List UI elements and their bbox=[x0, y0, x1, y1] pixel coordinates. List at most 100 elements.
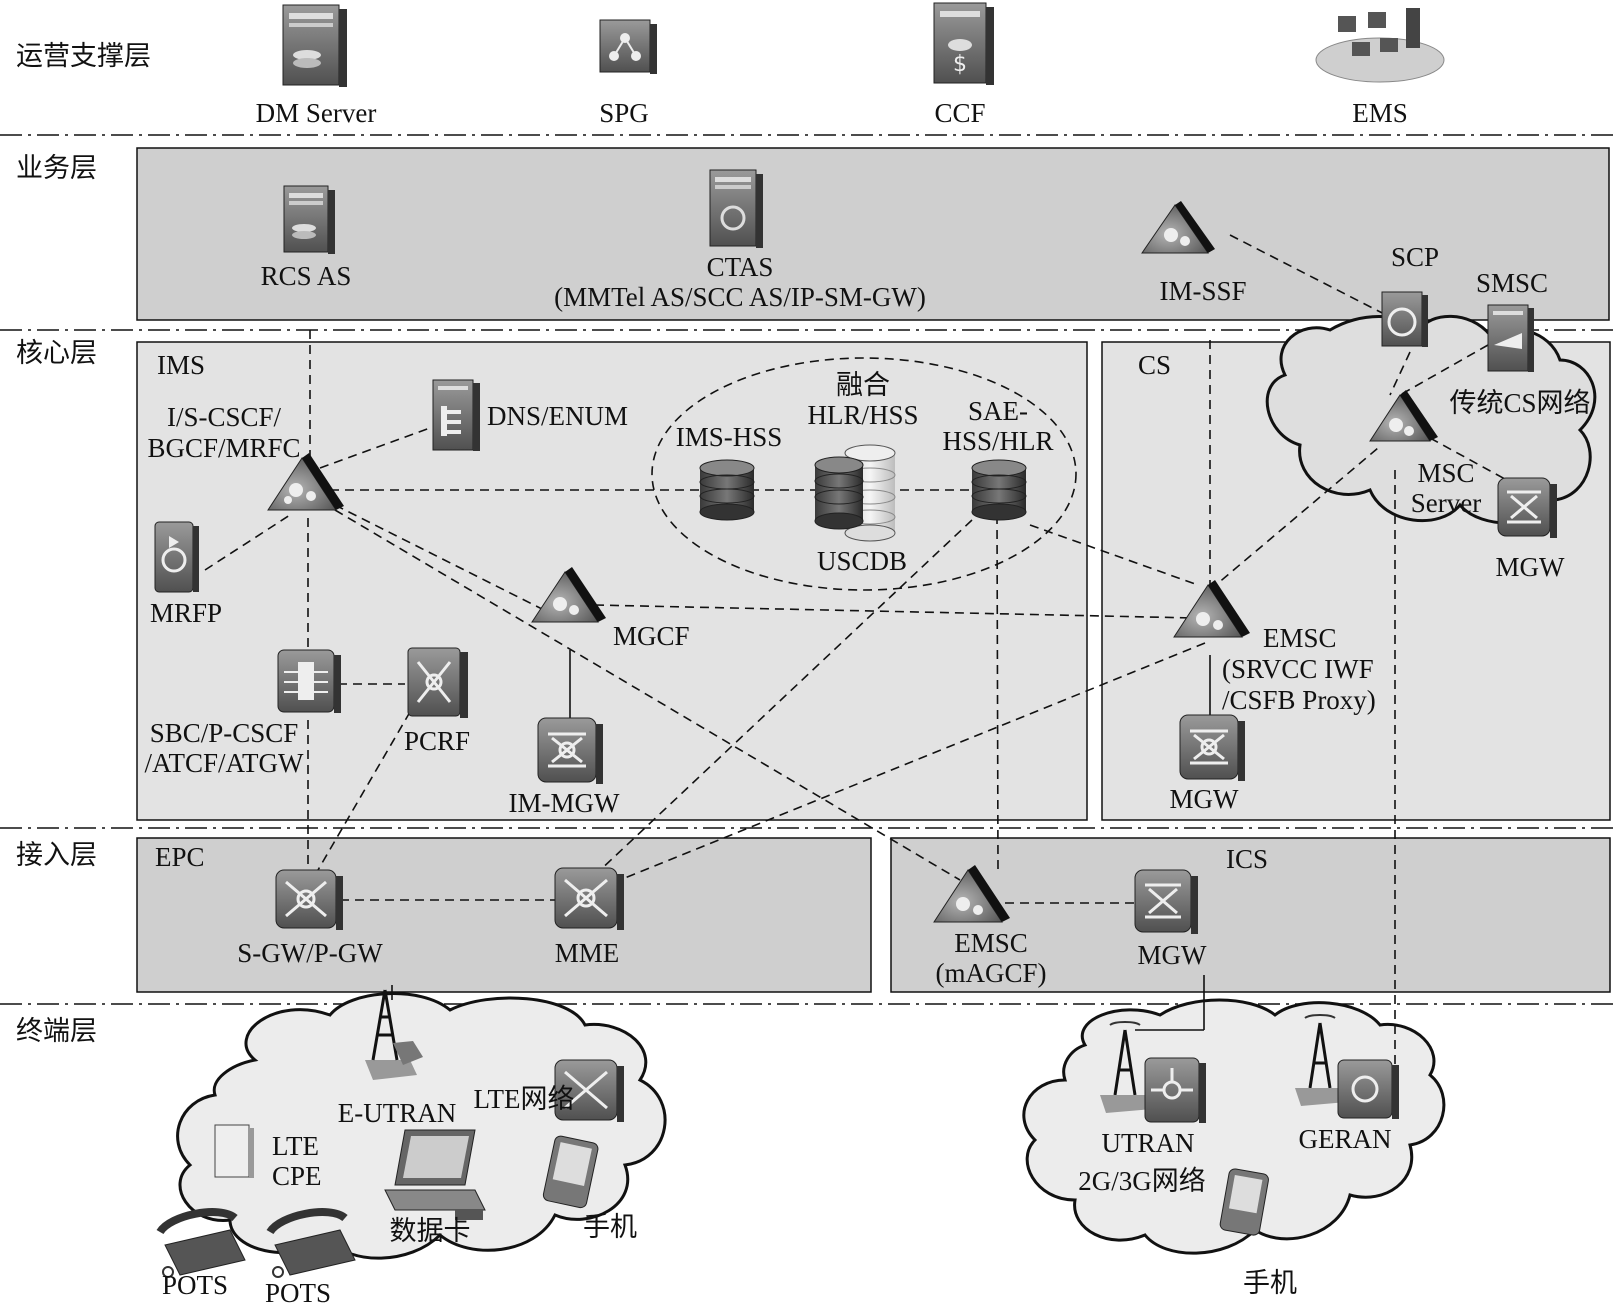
mme-icon bbox=[554, 867, 624, 930]
dm-server-label: DM Server bbox=[256, 98, 377, 128]
ems-label: EMS bbox=[1352, 98, 1408, 128]
lte-cpe-icon bbox=[214, 1124, 254, 1178]
phone-lte-label: 手机 bbox=[583, 1212, 637, 1242]
msc-label-2: Server bbox=[1411, 488, 1481, 518]
pots-phone-2-icon bbox=[266, 1208, 356, 1278]
lte-enb-icon bbox=[554, 1059, 624, 1122]
converged-label-1: 融合 bbox=[836, 370, 890, 400]
solid-connections bbox=[391, 650, 1211, 1031]
ims-hss-label: IMS-HSS bbox=[676, 422, 783, 452]
mgw-legacy-icon bbox=[1497, 477, 1557, 538]
legacy-cs-label: 传统CS网络 bbox=[1449, 388, 1590, 418]
sgw-pgw-label: S-GW/P-GW bbox=[237, 938, 383, 968]
ics-zone-label: ICS bbox=[1226, 844, 1268, 874]
dm-server-icon bbox=[282, 4, 347, 87]
cs-zone-label: CS bbox=[1138, 350, 1171, 380]
dns-enum-icon bbox=[432, 379, 480, 451]
lte-cpe-label-1: LTE bbox=[272, 1131, 319, 1161]
lte-network-label: LTE网络 bbox=[474, 1084, 575, 1114]
spg-label: SPG bbox=[599, 98, 649, 128]
ctas-icon bbox=[709, 169, 763, 248]
mgcf-label: MGCF bbox=[613, 621, 690, 651]
sae-hss-db-icon bbox=[971, 459, 1027, 521]
im-ssf-icon bbox=[1141, 201, 1215, 254]
pots-1-label: POTS bbox=[162, 1270, 228, 1300]
layer-label-oss: 运营支撑层 bbox=[16, 41, 151, 71]
layer-label-access: 接入层 bbox=[16, 840, 97, 870]
service-layer-panel bbox=[136, 147, 1610, 321]
rcs-as-label: RCS AS bbox=[261, 261, 352, 291]
ccf-label: CCF bbox=[934, 98, 985, 128]
lte-cpe-label-2: CPE bbox=[272, 1161, 322, 1191]
mgw-cs-icon bbox=[1179, 714, 1245, 781]
rcs-as-icon bbox=[283, 185, 335, 254]
dns-enum-label: DNS/ENUM bbox=[487, 401, 628, 431]
layer-label-core: 核心层 bbox=[16, 338, 97, 368]
ims-hss-db-icon bbox=[699, 459, 755, 521]
ccf-icon: $ bbox=[933, 2, 994, 85]
im-mgw-icon bbox=[537, 717, 603, 784]
sgw-pgw-icon bbox=[275, 869, 343, 930]
dashed-connections bbox=[204, 234, 1526, 1070]
pcrf-icon bbox=[407, 647, 468, 718]
msc-server-icon bbox=[1369, 390, 1438, 442]
lte-terminal-cloud bbox=[176, 992, 667, 1260]
scp-icon bbox=[1381, 291, 1428, 347]
utran-node-icon bbox=[1144, 1057, 1206, 1123]
ctas-label: CTAS bbox=[707, 252, 774, 282]
converged-hlr-hss-ellipse bbox=[651, 357, 1077, 591]
cscf-label-1: I/S-CSCF/ bbox=[167, 402, 282, 432]
emsc-core-label-3: /CSFB Proxy) bbox=[1222, 685, 1376, 715]
uscdb-db-icon bbox=[814, 444, 896, 542]
im-mgw-label: IM-MGW bbox=[509, 788, 620, 818]
msc-label-1: MSC bbox=[1417, 458, 1474, 488]
uscdb-label: USCDB bbox=[817, 546, 907, 576]
emsc-core-label-1: EMSC bbox=[1263, 623, 1337, 653]
mgcf-icon bbox=[531, 567, 606, 623]
geran-node-icon bbox=[1337, 1059, 1399, 1119]
mgw-ics-icon bbox=[1134, 869, 1198, 934]
utran-tower-icon bbox=[1100, 1021, 1152, 1113]
cscf-icon bbox=[267, 453, 344, 511]
mgw-legacy-label: MGW bbox=[1496, 552, 1566, 582]
emsc-core-icon bbox=[1173, 580, 1250, 638]
epc-panel bbox=[136, 837, 872, 993]
smsc-label: SMSC bbox=[1476, 268, 1548, 298]
spg-icon bbox=[599, 19, 657, 74]
mrfp-label: MRFP bbox=[150, 598, 222, 628]
pots-phone-1-icon bbox=[156, 1208, 246, 1278]
smsc-icon bbox=[1487, 304, 1534, 372]
g23-network-label: 2G/3G网络 bbox=[1078, 1166, 1206, 1196]
mobile-phone-lte-icon bbox=[542, 1135, 599, 1209]
im-ssf-label: IM-SSF bbox=[1159, 276, 1246, 306]
phone-23g-label: 手机 bbox=[1243, 1268, 1297, 1298]
cscf-label-2: BGCF/MRFC bbox=[147, 433, 300, 463]
converged-label-2: HLR/HSS bbox=[807, 400, 918, 430]
ims-panel bbox=[136, 341, 1088, 821]
sae-hss-label-1: SAE- bbox=[968, 396, 1028, 426]
data-card-label: 数据卡 bbox=[390, 1216, 471, 1246]
e-utran-label: E-UTRAN bbox=[338, 1098, 456, 1128]
mgw-cs-label: MGW bbox=[1170, 784, 1240, 814]
mme-label: MME bbox=[555, 938, 620, 968]
ics-panel bbox=[890, 837, 1611, 993]
laptop-data-card-icon bbox=[384, 1129, 486, 1220]
emsc-core-label-2: (SRVCC IWF bbox=[1222, 654, 1374, 684]
geran-tower-icon bbox=[1295, 1014, 1347, 1106]
layer-label-service: 业务层 bbox=[16, 153, 97, 183]
mobile-phone-23g-icon bbox=[1219, 1168, 1269, 1236]
epc-zone-label: EPC bbox=[155, 842, 205, 872]
scp-label: SCP bbox=[1391, 242, 1439, 272]
ims-zone-label: IMS bbox=[157, 350, 205, 380]
emsc-magcf-icon bbox=[933, 865, 1010, 923]
mrfp-icon bbox=[154, 521, 199, 593]
pots-2-label: POTS bbox=[265, 1278, 331, 1305]
emsc-magcf-label-1: EMSC bbox=[954, 928, 1028, 958]
ems-icon bbox=[1315, 8, 1445, 83]
sbc-label-1: SBC/P-CSCF bbox=[150, 718, 299, 748]
e-utran-tower-icon bbox=[365, 989, 423, 1080]
layer-label-terminal: 终端层 bbox=[16, 1016, 97, 1046]
ctas-detail-label: (MMTel AS/SCC AS/IP-SM-GW) bbox=[554, 282, 926, 312]
